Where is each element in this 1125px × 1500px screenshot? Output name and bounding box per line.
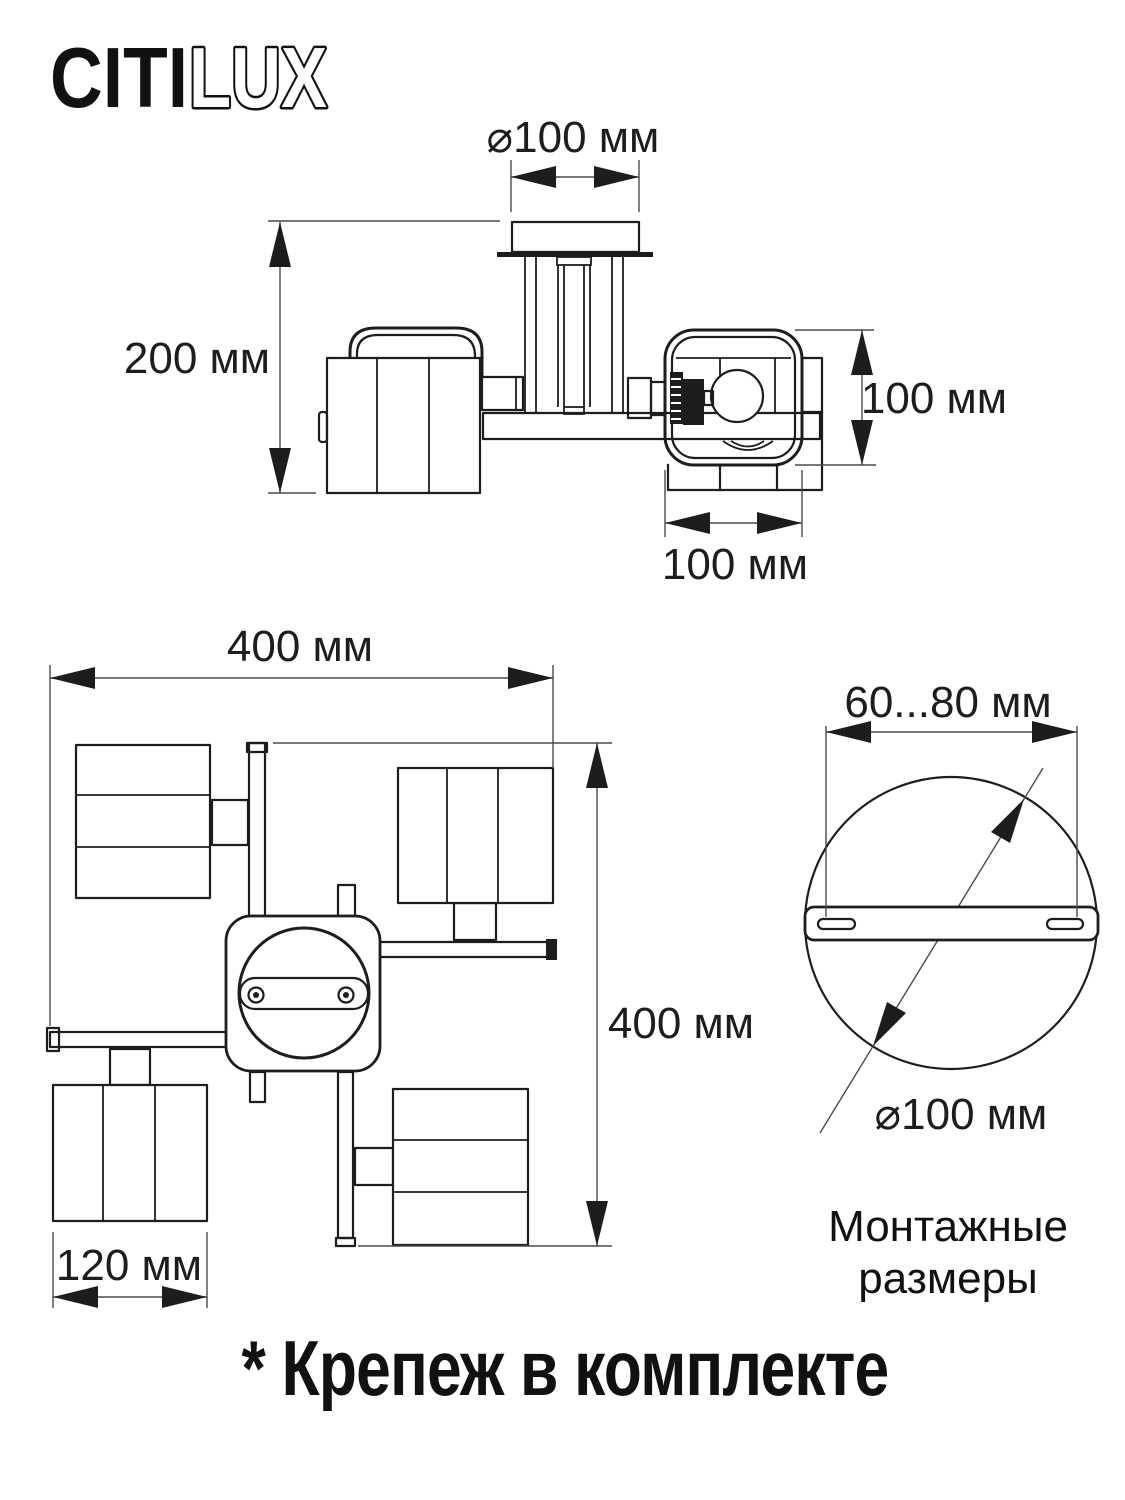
lamp-socket xyxy=(670,372,715,425)
top-right-lamp xyxy=(396,766,555,905)
top-view-drawing: 400 мм 400 мм 120 мм xyxy=(45,622,754,1308)
dim-label-shade-width: 100 мм xyxy=(662,540,808,589)
mounting-bracket-bar xyxy=(803,905,1100,942)
right-lamp-side xyxy=(626,328,824,492)
side-view-drawing: ⌀100 мм 200 мм 100 мм 100 мм xyxy=(124,113,1007,589)
mounting-caption-line2: размеры xyxy=(858,1254,1037,1303)
top-left-neck xyxy=(210,798,250,847)
screw xyxy=(337,986,355,1004)
dim-label-plate-diameter: ⌀100 мм xyxy=(875,1090,1048,1139)
bottom-left-lamp xyxy=(51,1083,209,1223)
suspension-rods xyxy=(524,256,624,415)
arm-up xyxy=(247,741,267,918)
dim-label-canopy-diameter: ⌀100 мм xyxy=(487,113,660,162)
dim-label-slot-spacing: 60...80 мм xyxy=(844,678,1051,727)
dim-canopy-diameter: ⌀100 мм xyxy=(487,113,660,212)
hub-stub-bottom xyxy=(248,1070,267,1104)
dim-slot-spacing: 60...80 мм xyxy=(825,678,1078,917)
dim-top-width: 400 мм xyxy=(49,622,554,1026)
arm-right xyxy=(378,940,550,959)
dim-shade-height: 100 мм xyxy=(795,329,1007,466)
logo-text-outline: LUX xyxy=(189,31,327,126)
screw xyxy=(247,986,265,1004)
citilux-logo: CITI LUX xyxy=(50,29,330,129)
left-arm-connector xyxy=(480,375,525,412)
hub-stub-top xyxy=(336,883,357,918)
mounting-slot-left xyxy=(816,917,857,931)
top-left-lamp xyxy=(74,743,212,900)
mounting-caption-line1: Монтажные xyxy=(828,1202,1068,1251)
arm-left xyxy=(48,1030,228,1049)
dim-height: 200 мм xyxy=(124,220,500,494)
left-lamp-side xyxy=(317,326,525,495)
bulb-holder-arc xyxy=(722,440,774,451)
dim-label-top-shade: 120 мм xyxy=(56,1241,202,1290)
arm-down xyxy=(336,1070,355,1240)
central-hub xyxy=(224,883,382,1104)
dim-label-top-depth: 400 мм xyxy=(608,999,754,1048)
dim-top-depth: 400 мм xyxy=(273,742,754,1247)
canopy-flange xyxy=(497,252,653,257)
top-right-neck xyxy=(452,901,498,942)
bottom-right-neck xyxy=(353,1146,395,1187)
dim-label-top-width: 400 мм xyxy=(227,622,373,671)
left-shade-knob xyxy=(317,410,329,444)
hub-mount-bracket xyxy=(238,976,370,1011)
bottom-right-lamp xyxy=(391,1087,530,1247)
left-shade xyxy=(325,356,482,495)
dim-label-height: 200 мм xyxy=(124,334,270,383)
dim-top-shade: 120 мм xyxy=(52,1232,208,1308)
bulb xyxy=(709,368,765,424)
dim-label-shade-height: 100 мм xyxy=(861,374,1007,423)
bottom-left-neck xyxy=(108,1047,152,1087)
footnote-text: * Крепеж в комплекте xyxy=(242,1324,889,1411)
mounting-slot-right xyxy=(1045,917,1085,931)
mounting-plate-drawing: 60...80 мм ⌀100 мм Монтажные размеры xyxy=(803,678,1100,1303)
logo-text-solid: CITI xyxy=(50,31,188,126)
canopy xyxy=(510,220,641,254)
dim-shade-width: 100 мм xyxy=(662,470,808,589)
